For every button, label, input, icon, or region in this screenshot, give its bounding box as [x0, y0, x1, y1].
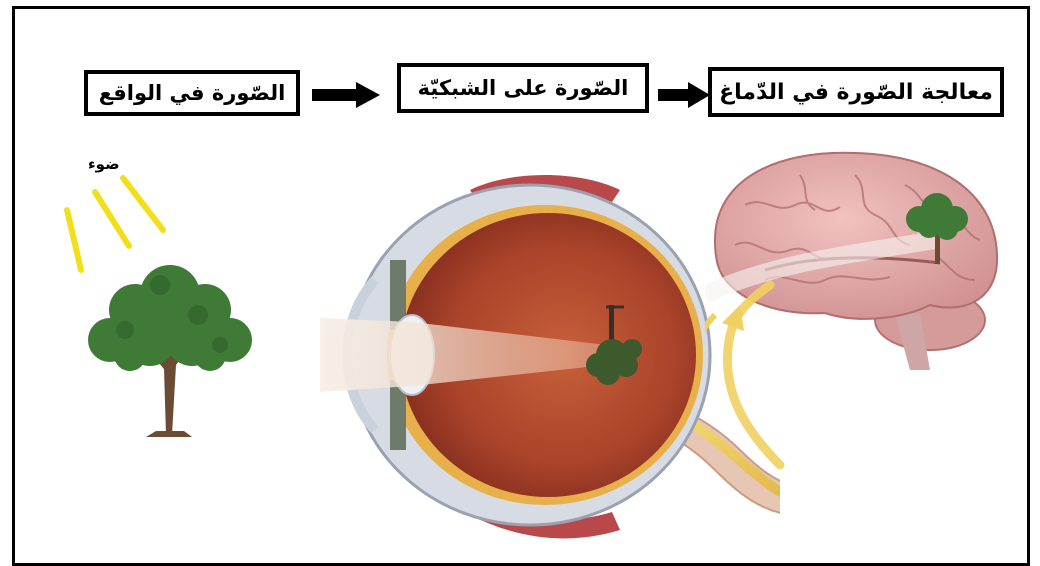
right-arrow-icon — [310, 80, 382, 110]
right-arrow-icon — [656, 80, 712, 110]
reality-image-label: الصّورة في الواقع — [84, 70, 300, 116]
tree-icon — [80, 255, 260, 445]
retina-image-label: الصّورة على الشبكيّة — [397, 63, 649, 113]
signal-arrow-icon — [700, 275, 820, 475]
brain-processing-label: معالجة الصّورة في الدّماغ — [708, 67, 1004, 117]
